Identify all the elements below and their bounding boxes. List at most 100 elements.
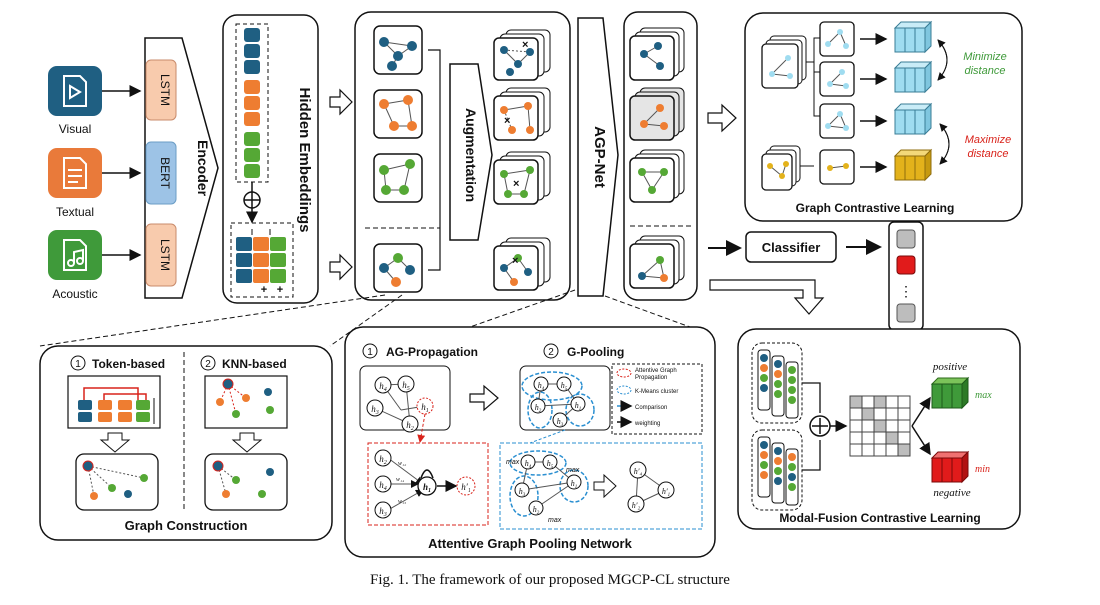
- ag-propagation-label: AG-Propagation: [386, 345, 478, 359]
- gcl-embed-3: [893, 102, 933, 136]
- acoustic-label: Acoustic: [52, 287, 97, 301]
- play-icon: [69, 84, 82, 100]
- flow-arrow-2: [329, 253, 353, 281]
- svg-text:h2: h2: [379, 454, 387, 466]
- num-knn: 2: [205, 359, 211, 370]
- svg-text:×: ×: [513, 178, 519, 190]
- min-label: min: [975, 464, 990, 475]
- flow-arrow-gcl: [707, 103, 737, 133]
- knn-based-label: KNN-based: [222, 357, 287, 371]
- svg-text:h1: h1: [575, 401, 582, 412]
- svg-text:h5: h5: [561, 381, 568, 392]
- svg-text:h5: h5: [547, 459, 554, 470]
- modality-acoustic: Acoustic: [48, 230, 102, 301]
- agpn-title: Attentive Graph Pooling Network: [428, 536, 632, 551]
- num-gpool: 2: [548, 347, 554, 358]
- legend-weighting: weighting: [634, 421, 660, 427]
- agp-net-label: AGP-Net: [591, 126, 608, 188]
- pooled-graph-visual: [629, 27, 685, 81]
- gcl-view-2: [819, 61, 855, 97]
- graph-construction-title: Graph Construction: [125, 518, 248, 533]
- max-note-3: max: [548, 517, 562, 524]
- svg-text:h3: h3: [379, 506, 387, 518]
- node-h5: h: [402, 380, 407, 390]
- svg-text:h2: h2: [533, 505, 540, 516]
- gcl-title: Graph Contrastive Learning: [796, 201, 955, 215]
- negative-label: negative: [933, 487, 970, 499]
- negative-embed: [930, 450, 970, 484]
- weight-w13: w₁₃: [398, 499, 406, 505]
- positive-label: positive: [932, 361, 967, 373]
- gcl-view-3: [819, 103, 855, 139]
- figure-caption: Fig. 1. The framework of our proposed MG…: [370, 572, 730, 588]
- document-icon: [63, 157, 87, 189]
- pooled-graph-fused: [629, 235, 685, 289]
- agpn-legend: Attentive Graph Propagation K-Means clus…: [611, 363, 703, 435]
- node-h1: h: [421, 402, 426, 412]
- graph-acoustic: [373, 153, 423, 203]
- svg-text:×: ×: [522, 39, 528, 51]
- token-based-label: Token-based: [92, 357, 165, 371]
- encoder-lstm-2: LSTM: [158, 239, 172, 271]
- encoder-bert: BERT: [158, 157, 172, 189]
- visual-label: Visual: [59, 122, 91, 136]
- svg-text:h1: h1: [571, 479, 578, 490]
- gcl-embed-2: [893, 60, 933, 94]
- svg-text:h1: h1: [421, 402, 429, 414]
- node-hp4: h′₄: [634, 467, 643, 476]
- classifier-label: Classifier: [762, 240, 821, 255]
- svg-text:h4: h4: [379, 381, 387, 393]
- pooled-graph-textual: [629, 87, 685, 141]
- svg-text:×: ×: [504, 115, 510, 127]
- graph-augmentation-panel: Augmentation × ×: [354, 11, 571, 301]
- pooled-graphs-panel: [623, 11, 698, 301]
- weight-w12: w₁₂: [398, 461, 406, 467]
- hidden-embeddings-block: Hidden Embeddings + +: [222, 14, 319, 304]
- minimize-label-2: distance: [965, 65, 1006, 77]
- hidden-embeddings-label: Hidden Embeddings: [296, 87, 313, 232]
- gcl-embed-neg: [893, 148, 933, 182]
- graph-construction-panel: 1 Token-based 2 KNN-based: [39, 345, 333, 541]
- output-dots: ⋮: [899, 283, 913, 299]
- plus-mark-1: +: [261, 284, 267, 296]
- svg-text:×: ×: [512, 255, 518, 267]
- classifier-block: Classifier: [745, 231, 837, 263]
- svg-text:h′1: h′1: [662, 487, 670, 498]
- svg-text:h3: h3: [557, 417, 564, 428]
- mfcl-panel: positive max min negative Modal-Fusion C…: [737, 328, 1021, 530]
- modality-textual: Textual: [48, 148, 102, 219]
- svg-text:h2: h2: [535, 403, 542, 414]
- graph-contrastive-learning-panel: Graph Contrastive Learning: [744, 12, 1023, 222]
- legend-agp-2: Propagation: [635, 375, 667, 381]
- legend-agp-1: Attentive Graph: [635, 368, 677, 374]
- pooled-graph-acoustic: [629, 149, 685, 203]
- similarity-matrix: [849, 395, 911, 457]
- node-hp1: h′₁: [461, 482, 471, 492]
- aug-graph-acoustic: ×: [493, 151, 551, 205]
- num-agprop: 1: [367, 347, 373, 358]
- positive-embed: [930, 376, 970, 410]
- maximize-label-2: distance: [968, 148, 1009, 160]
- textual-label: Textual: [56, 205, 94, 219]
- encoder-block: Encoder LSTM BERT LSTM: [144, 37, 219, 299]
- legend-kmeans: K-Means cluster: [635, 389, 678, 395]
- svg-text:h1: h1: [423, 482, 431, 494]
- aug-graph-textual: ×: [493, 87, 551, 141]
- flow-arrow-1: [329, 88, 353, 116]
- max-label: max: [975, 390, 992, 401]
- svg-text:h4: h4: [538, 381, 545, 392]
- plus-mark-2: +: [277, 284, 283, 296]
- aug-graph-fused: ×: [493, 237, 551, 291]
- svg-text:h3: h3: [371, 404, 379, 416]
- flow-arrow-mfcl: [709, 279, 825, 315]
- minimize-label: Minimize: [963, 51, 1006, 63]
- node-h2: h: [406, 420, 411, 430]
- gcl-embed-1: [893, 20, 933, 54]
- agpn-panel: 1 AG-Propagation 2 G-Pooling h4 h5 h3 h1…: [344, 326, 716, 558]
- agp-net-block: AGP-Net: [577, 17, 619, 297]
- output-vector: ⋮: [888, 221, 924, 331]
- legend-comparison: Comparison: [635, 405, 667, 411]
- node-hp2: h′₂: [632, 501, 641, 510]
- encoder-lstm-1: LSTM: [158, 74, 172, 106]
